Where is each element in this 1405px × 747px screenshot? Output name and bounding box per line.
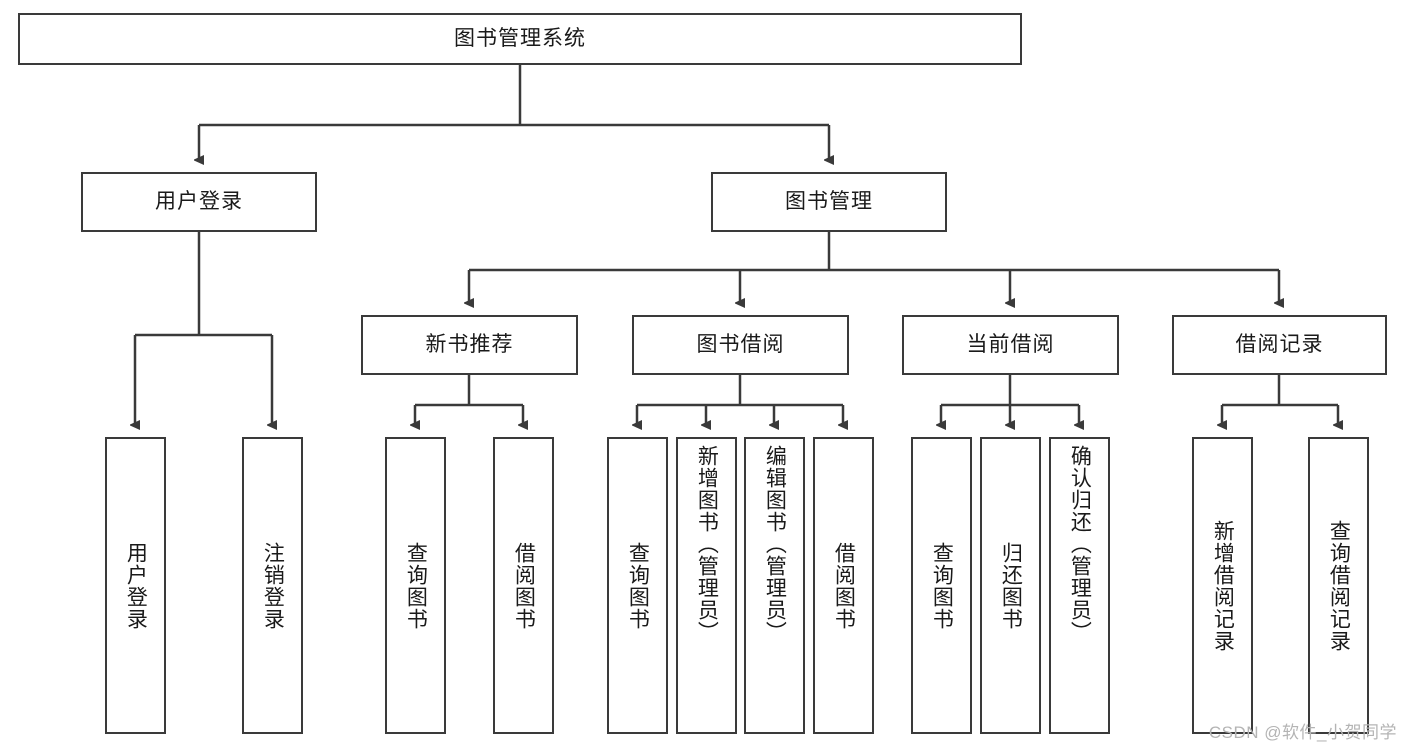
node-label: 查询图书 bbox=[626, 541, 650, 630]
node-new-book-recommend[interactable]: 新书推荐 bbox=[361, 315, 578, 375]
node-label: 用户登录 bbox=[124, 541, 148, 630]
node-label: 确认归还（管理员） bbox=[1068, 445, 1092, 643]
node-root-system[interactable]: 图书管理系统 bbox=[18, 13, 1022, 65]
leaf-logout[interactable]: 注销登录 bbox=[242, 437, 303, 734]
node-label: 编辑图书（管理员） bbox=[763, 445, 787, 643]
leaf-user-login[interactable]: 用户登录 bbox=[105, 437, 166, 734]
node-user-login[interactable]: 用户登录 bbox=[81, 172, 317, 232]
leaf-borrow-book[interactable]: 借阅图书 bbox=[813, 437, 874, 734]
node-label: 新增借阅记录 bbox=[1211, 519, 1235, 652]
node-label: 新增图书（管理员） bbox=[695, 445, 719, 643]
node-label: 图书管理 bbox=[785, 190, 873, 214]
leaf-query-borrow-record[interactable]: 查询借阅记录 bbox=[1308, 437, 1369, 734]
leaf-borrow-book-new[interactable]: 借阅图书 bbox=[493, 437, 554, 734]
node-label: 查询图书 bbox=[930, 541, 954, 630]
node-label: 新书推荐 bbox=[425, 333, 514, 357]
leaf-query-book-borrow[interactable]: 查询图书 bbox=[607, 437, 668, 734]
node-current-borrow[interactable]: 当前借阅 bbox=[902, 315, 1119, 375]
node-book-management[interactable]: 图书管理 bbox=[711, 172, 947, 232]
node-label: 查询借阅记录 bbox=[1327, 519, 1351, 652]
node-label: 用户登录 bbox=[155, 190, 243, 214]
node-label: 借阅记录 bbox=[1235, 333, 1324, 357]
node-label: 借阅图书 bbox=[832, 541, 856, 630]
leaf-return-book[interactable]: 归还图书 bbox=[980, 437, 1041, 734]
node-label: 图书管理系统 bbox=[454, 27, 586, 51]
node-borrow-record[interactable]: 借阅记录 bbox=[1172, 315, 1387, 375]
csdn-watermark: CSDN @软件_小贺同学 bbox=[1208, 723, 1397, 742]
node-label: 归还图书 bbox=[999, 541, 1023, 630]
leaf-add-borrow-record[interactable]: 新增借阅记录 bbox=[1192, 437, 1253, 734]
node-label: 图书借阅 bbox=[696, 333, 785, 357]
leaf-query-book-new[interactable]: 查询图书 bbox=[385, 437, 446, 734]
node-label: 注销登录 bbox=[261, 541, 285, 630]
leaf-edit-book-admin[interactable]: 编辑图书（管理员） bbox=[744, 437, 805, 734]
node-label: 查询图书 bbox=[404, 541, 428, 630]
leaf-confirm-return-admin[interactable]: 确认归还（管理员） bbox=[1049, 437, 1110, 734]
node-label: 借阅图书 bbox=[512, 541, 536, 630]
leaf-add-book-admin[interactable]: 新增图书（管理员） bbox=[676, 437, 737, 734]
leaf-query-book-current[interactable]: 查询图书 bbox=[911, 437, 972, 734]
node-label: 当前借阅 bbox=[966, 333, 1055, 357]
node-book-borrow[interactable]: 图书借阅 bbox=[632, 315, 849, 375]
